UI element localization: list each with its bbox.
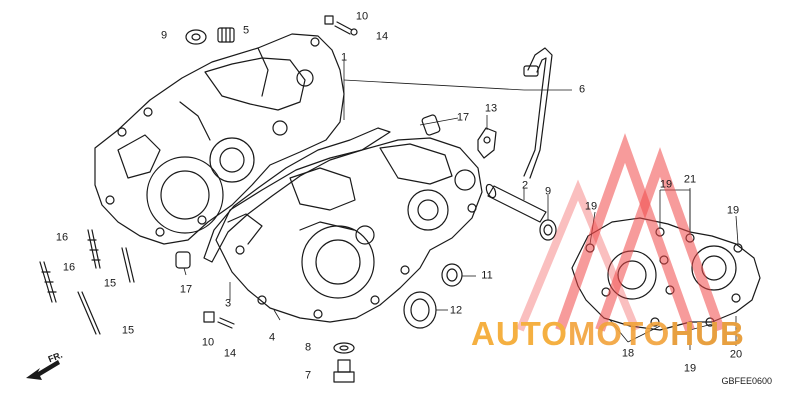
bearing-pin-top (217, 27, 235, 43)
part-label-13: 13 (484, 102, 498, 115)
part-label-17-lower: 17 (179, 283, 193, 296)
part-label-7: 7 (304, 369, 312, 382)
part-label-19-bottom: 19 (683, 362, 697, 375)
part-label-17-top: 17 (456, 111, 470, 124)
part-label-19-left: 19 (584, 200, 598, 213)
dowel-pin-lower (175, 251, 191, 269)
bolt-bottom (203, 311, 235, 329)
part-label-9-right: 9 (544, 185, 552, 198)
dowel-pin-upper (421, 114, 441, 136)
part-label-4: 4 (268, 331, 276, 344)
part-label-15-upper: 15 (103, 277, 117, 290)
collar-tube (485, 183, 547, 223)
part-label-14-top: 14 (375, 30, 389, 43)
left-crankcase-half (94, 33, 345, 245)
watermark-text: AUTOMOTOHUB (471, 317, 745, 350)
bolt-top (324, 15, 358, 36)
part-label-16-upper: 16 (55, 231, 69, 244)
part-label-16-lower: 16 (62, 261, 76, 274)
part-label-8: 8 (304, 341, 312, 354)
part-label-5: 5 (242, 24, 250, 37)
oil-seal-large (403, 291, 437, 329)
part-label-10-bottom: 10 (201, 336, 215, 349)
stud-bolts (39, 229, 135, 335)
watermark-logo (516, 133, 725, 332)
part-label-3: 3 (224, 297, 232, 310)
part-label-1: 1 (340, 51, 348, 64)
part-label-21: 21 (683, 173, 697, 186)
part-label-14-bottom: 14 (223, 347, 237, 360)
part-label-10-top: 10 (355, 10, 369, 23)
washer-top (185, 29, 207, 45)
part-label-19-right: 19 (726, 204, 740, 217)
right-crankcase-half (215, 137, 483, 323)
part-label-20: 20 (729, 348, 743, 361)
part-label-15-lower: 15 (121, 324, 135, 337)
watermark-part-auto: AUTO (471, 315, 568, 352)
washer-right (539, 219, 557, 241)
part-label-18: 18 (621, 347, 635, 360)
hose-clamp (477, 127, 497, 159)
watermark-part-moto: MOTO (567, 315, 671, 352)
drain-bolt (333, 342, 355, 383)
part-label-19-top: 19 (659, 178, 673, 191)
part-label-12: 12 (449, 304, 463, 317)
diagram-code: GBFEE0600 (721, 376, 772, 386)
breather-hose (523, 47, 553, 179)
part-label-9-top: 9 (160, 29, 168, 42)
part-label-11: 11 (481, 269, 493, 282)
front-direction-arrow (26, 360, 60, 380)
part-label-6: 6 (578, 83, 586, 96)
oil-seal-small (441, 263, 463, 287)
watermark-part-hub: HUB (670, 315, 745, 352)
part-label-2: 2 (521, 179, 529, 192)
crankcase-gasket (203, 127, 391, 263)
